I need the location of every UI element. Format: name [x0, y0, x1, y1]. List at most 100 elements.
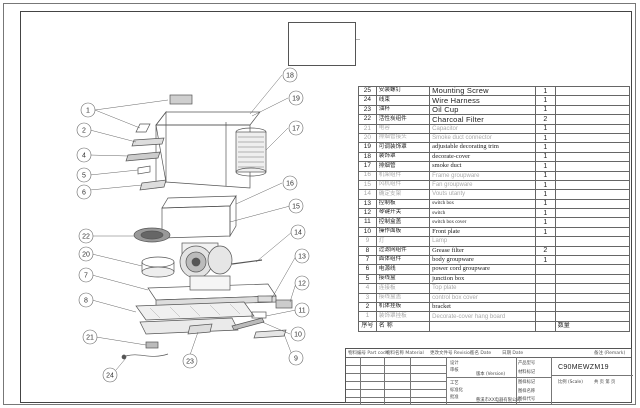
decorate-cover-part — [155, 111, 261, 126]
label-model: 产品型号 — [518, 361, 536, 366]
part-number: 24 — [358, 95, 377, 106]
label-drawing-mark: 图样标记 — [518, 380, 536, 385]
header-index: 序号 — [358, 320, 377, 332]
callout-label: 18 — [286, 73, 294, 80]
part-name-cn: 确定支架 — [375, 189, 431, 200]
part-number: 3 — [358, 292, 377, 304]
callout-label: 8 — [84, 298, 88, 305]
callout-label: 13 — [298, 254, 306, 261]
callout-label: 15 — [292, 204, 300, 211]
part-quantity: 1 — [534, 95, 556, 106]
hdr-material: 物料名称 Material — [386, 351, 424, 356]
part-quantity: 1 — [534, 208, 556, 219]
sign-design: 设计 — [450, 361, 459, 366]
part-quantity: 1 — [534, 104, 556, 116]
part-remark — [554, 255, 631, 266]
part-quantity: 1 — [534, 179, 556, 191]
part-number: 7 — [358, 255, 377, 266]
hdr-remark: 备注 (Remark) — [594, 351, 626, 356]
part-number: 6 — [358, 264, 377, 275]
scale-label: 比例 (Scale) — [558, 380, 583, 385]
part-name-en: switch — [429, 208, 536, 219]
part-name-cn: 过滤网组件 — [375, 245, 431, 257]
part-number: 22 — [358, 114, 377, 125]
part-number: 15 — [358, 179, 377, 191]
part-quantity: 2 — [534, 245, 556, 257]
part-remark — [554, 292, 631, 304]
part-quantity: 1 — [534, 132, 556, 144]
company-name: 慈溪市XX电器有限公司 — [476, 398, 521, 403]
part-quantity — [534, 301, 556, 313]
part-quantity: 1 — [534, 217, 556, 228]
part-quantity — [534, 273, 556, 285]
callout-label: 14 — [294, 230, 302, 237]
part-number: 23 — [358, 104, 377, 116]
part-quantity: 1 — [534, 255, 556, 266]
part-name-en: Top plate — [429, 283, 536, 294]
part-remark — [554, 264, 631, 275]
part-number: 25 — [358, 85, 377, 97]
part-quantity: 1 — [534, 142, 556, 153]
part-quantity: 1 — [534, 189, 556, 200]
callout-label: 23 — [186, 359, 194, 366]
part-name-cn: 操作面板 — [375, 226, 431, 238]
part-remark — [554, 132, 631, 144]
part-number: 13 — [358, 198, 377, 210]
part-remark — [554, 104, 631, 116]
callout-label: 19 — [292, 96, 300, 103]
part-remark — [554, 95, 631, 106]
header-quantity: 数量 — [554, 320, 631, 332]
callout-label: 2 — [82, 128, 86, 135]
part-name-cn: 装饰罩 — [375, 151, 431, 163]
part-quantity — [534, 264, 556, 275]
part-quantity: 2 — [534, 114, 556, 125]
part-remark — [554, 85, 631, 97]
part-number: 17 — [358, 161, 377, 172]
part-remark — [554, 189, 631, 200]
part-name-cn: 电容 — [375, 123, 431, 134]
callout-label: 4 — [82, 153, 86, 160]
part-remark — [554, 114, 631, 125]
part-name-en: power cord groupware — [429, 264, 536, 275]
sign-review: 审核 — [450, 368, 459, 373]
sign-standard: 标准化 — [450, 388, 463, 393]
part-remark — [554, 273, 631, 285]
part-name-en: Frame groupware — [429, 170, 536, 181]
part-name-cn: 灯 — [375, 236, 431, 247]
part-quantity: 1 — [534, 123, 556, 134]
part-name-en: Grease filter — [429, 245, 536, 257]
part-name-en: Wire Harness — [429, 95, 536, 106]
part-quantity: 1 — [534, 170, 556, 181]
callout-label: 10 — [294, 332, 302, 339]
hdr-revision: 更改文件号 Revision — [430, 351, 473, 356]
sign-approve: 批准 — [450, 395, 459, 400]
part-name-en: junction box — [429, 273, 536, 285]
label-drawing-name: 图样名称 — [518, 389, 536, 394]
part-quantity — [534, 311, 556, 322]
header-blank — [534, 320, 556, 332]
header-name: 名 称 — [375, 320, 431, 332]
part-name-en: Vouts utanty — [429, 189, 536, 200]
sign-process: 工艺 — [450, 381, 459, 386]
part-name-cn: 琴键开关 — [375, 208, 431, 219]
part-number: 14 — [358, 189, 377, 200]
part-number: 2 — [358, 301, 377, 313]
part-name-cn: 油杯 — [375, 104, 431, 116]
callout-label: 6 — [82, 190, 86, 197]
part-quantity — [534, 292, 556, 304]
part-remark — [554, 179, 631, 191]
